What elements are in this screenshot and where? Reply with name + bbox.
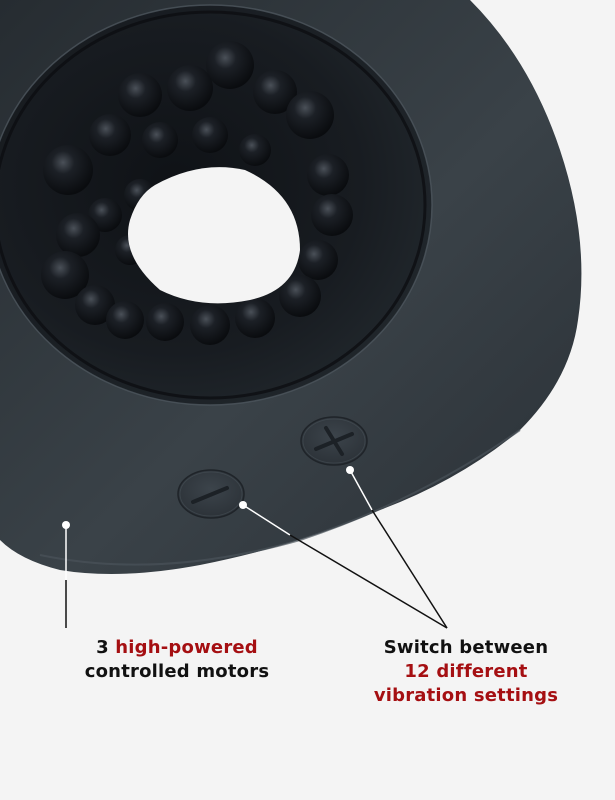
textured-beads (41, 41, 353, 345)
minus-button[interactable] (177, 469, 245, 519)
center-opening (128, 167, 300, 304)
motors-callout: 3 high-powered controlled motors (62, 636, 292, 684)
callout-lines (62, 466, 448, 629)
motors-count: 3 (96, 637, 116, 658)
motors-highlight: high-powered (115, 637, 258, 658)
motors-callout-line2: controlled motors (84, 661, 270, 682)
motors-callout-line1: 3 high-powered (62, 636, 292, 660)
settings-callout-line2: 12 different (404, 661, 528, 682)
settings-callout-line3: vibration settings (373, 685, 559, 706)
settings-callout: Switch between 12 different vibration se… (352, 636, 580, 708)
plus-button[interactable] (300, 416, 368, 466)
settings-callout-line1: Switch between (383, 637, 549, 658)
